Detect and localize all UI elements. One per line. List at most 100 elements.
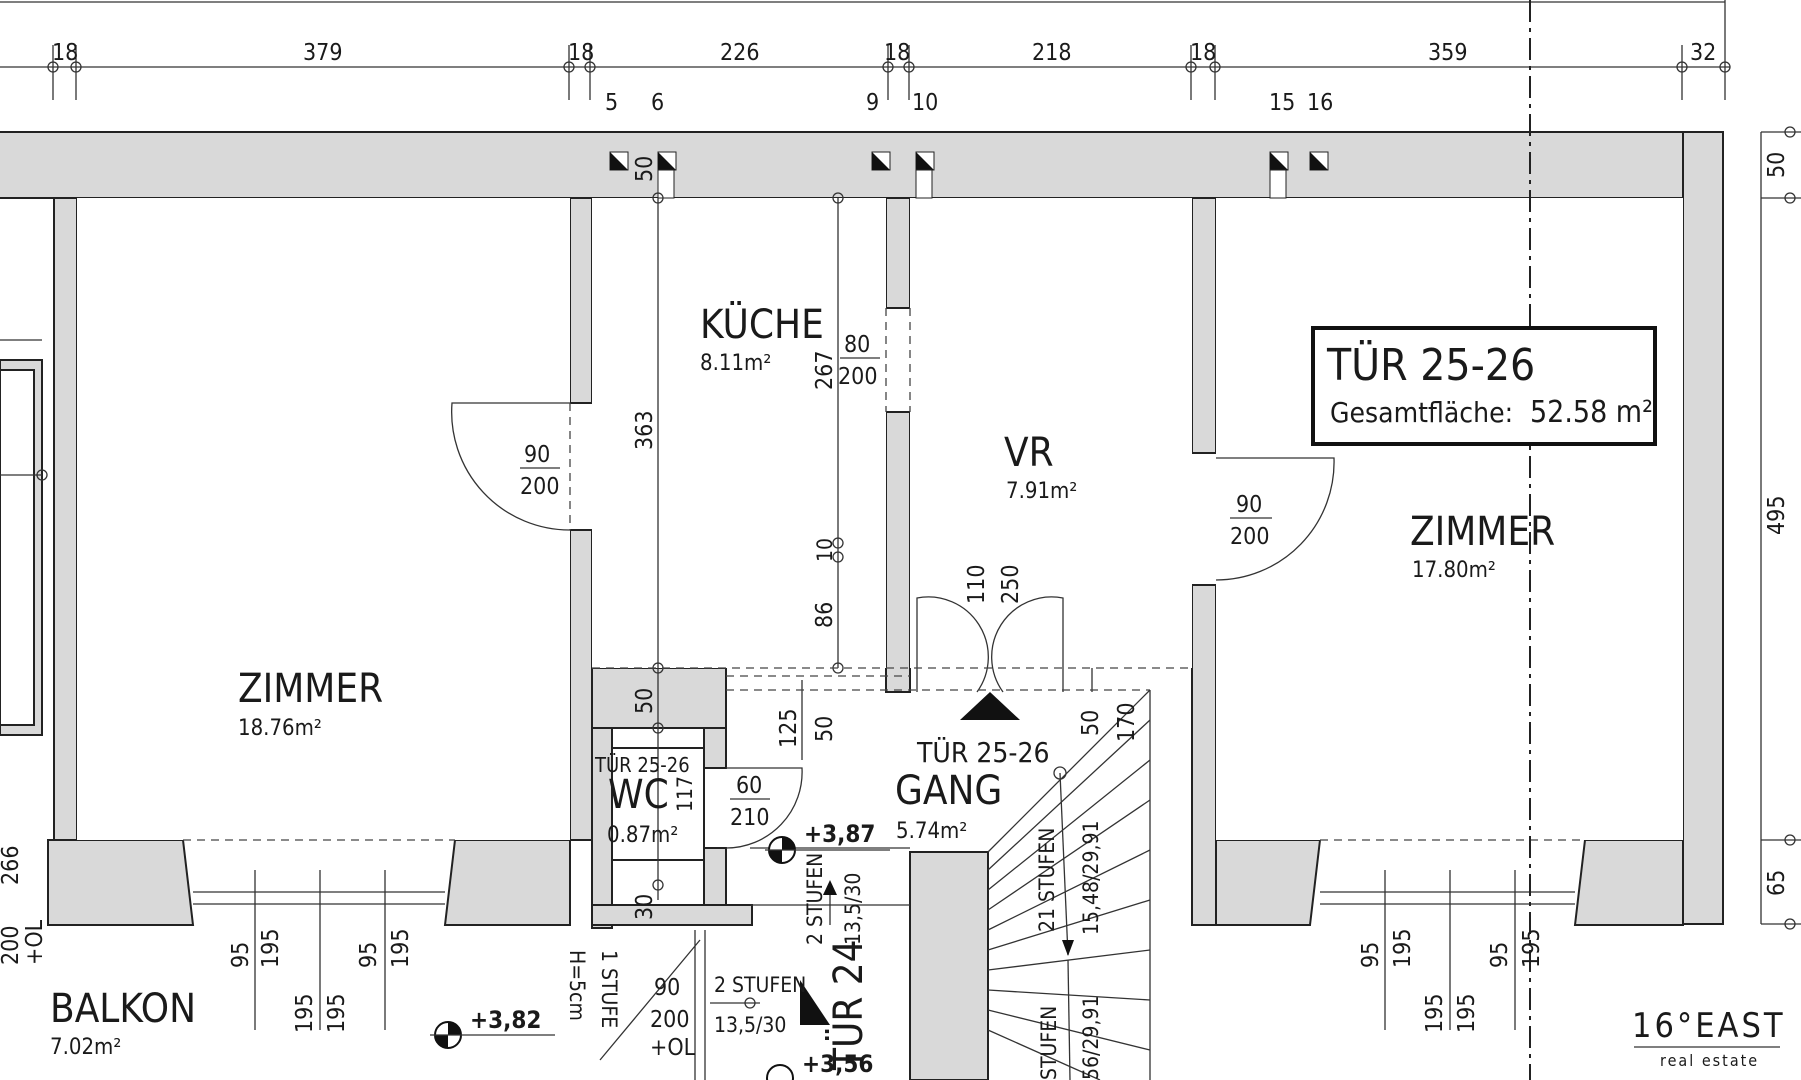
- door-wc-width: 60: [736, 773, 762, 799]
- wc-name: WC: [608, 772, 669, 818]
- top-dim-1: 18: [52, 40, 78, 66]
- shaft-number-6: 6: [651, 90, 664, 116]
- dim-250: 250: [998, 565, 1024, 605]
- window-dim-4: 195: [388, 929, 414, 969]
- door-balkon-height: 200: [650, 1007, 690, 1033]
- shaft-number-15: 15: [1269, 90, 1295, 116]
- brand-name: 16°EAST: [1632, 1006, 1786, 1046]
- stair-unit: TÜR 24: [824, 939, 872, 1071]
- kueche-name: KÜCHE: [700, 300, 824, 348]
- top-dim-4: 226: [720, 40, 760, 66]
- window-dim-2: 195: [258, 929, 284, 969]
- dim-86: 86: [812, 602, 838, 628]
- wc-area: 0.87m²: [607, 823, 678, 848]
- right-dim-495: 495: [1764, 496, 1790, 536]
- zimmer-left-name: ZIMMER: [238, 666, 383, 712]
- shaft-number-9: 9: [866, 90, 879, 116]
- door-zimmer-right-width: 90: [1236, 492, 1262, 518]
- vr-area: 7.91m²: [1006, 479, 1077, 504]
- brand-tagline: real estate: [1660, 1051, 1759, 1070]
- window-dim-9: 95: [1487, 942, 1513, 968]
- door-left-height: 200: [0, 926, 24, 966]
- windows: [183, 839, 1585, 905]
- balkon-name: BALKON: [50, 986, 196, 1032]
- inner-dim-lines: [0, 126, 1801, 930]
- zimmer-right-name: ZIMMER: [1410, 509, 1555, 555]
- left-cabinet: [0, 369, 35, 726]
- main-stair-up-ratio: 15,48/29,91: [1079, 820, 1103, 935]
- dim-30: 30: [632, 894, 658, 920]
- dim-363: 363: [632, 411, 658, 451]
- gang-name: GANG: [895, 768, 1002, 814]
- dashed-edges: [592, 667, 1192, 691]
- door-balkon-width: 90: [654, 975, 680, 1001]
- top-dim-6: 218: [1032, 40, 1072, 66]
- shaft-number-5: 5: [605, 90, 618, 116]
- dim-267: 267: [812, 351, 838, 391]
- level-stair: +3,56: [802, 1050, 873, 1078]
- gang-unit: TÜR 25-26: [916, 735, 1050, 769]
- door-kueche-height: 200: [838, 364, 878, 390]
- top-dim-8: 359: [1428, 40, 1468, 66]
- top-dim-2: 379: [303, 40, 343, 66]
- balkon-area: 7.02m²: [50, 1035, 121, 1060]
- dim-170: 170: [1114, 703, 1140, 743]
- level-balkon: +3,82: [470, 1006, 541, 1034]
- window-dim-11: 195: [1422, 994, 1448, 1034]
- shaft-number-10: 10: [912, 90, 938, 116]
- window-dim-5: 195: [292, 994, 318, 1034]
- kueche-area: 8.11m²: [700, 351, 771, 376]
- window-dim-7: 95: [1358, 942, 1384, 968]
- door-zimmer-right-height: 200: [1230, 524, 1270, 550]
- vr-name: VR: [1004, 430, 1054, 476]
- main-staircase: [987, 689, 1151, 1080]
- dim-110: 110: [964, 565, 990, 605]
- door-balkon-ol: +OL: [650, 1035, 696, 1061]
- dim-50-gang: 50: [812, 716, 838, 742]
- window-dim-8: 195: [1390, 929, 1416, 969]
- shaft-number-16: 16: [1307, 90, 1333, 116]
- unit-title-box: [1311, 326, 1657, 446]
- dimension-ticks-top: [47, 0, 1731, 100]
- window-dim-6: 195: [324, 994, 350, 1034]
- window-dim-1: 95: [228, 942, 254, 968]
- main-stair-down-count: STUFEN: [1037, 1006, 1061, 1080]
- door-zimmer-left-height: 200: [520, 474, 560, 500]
- small-stair-a-count: 2 STUFEN: [803, 853, 827, 945]
- door-wc-height: 210: [730, 805, 770, 831]
- top-dim-3: 18: [568, 40, 594, 66]
- shafts: [609, 151, 1329, 199]
- dim-10: 10: [813, 538, 837, 562]
- level-gang: +3,87: [804, 820, 875, 848]
- brand-box: [1626, 998, 1786, 1072]
- wc-unit: TÜR 25-26: [594, 753, 690, 777]
- dim-117: 117: [673, 776, 697, 812]
- window-dim-3: 95: [356, 942, 382, 968]
- door-left-width: 266: [0, 846, 24, 886]
- small-stair-b-ratio: 13,5/30: [714, 1013, 786, 1037]
- window-dim-10: 195: [1519, 929, 1545, 969]
- door-swings: [451, 308, 1335, 849]
- total-area-label: Gesamtfläche:: [1330, 396, 1513, 429]
- small-stair-b-count: 2 STUFEN: [714, 973, 806, 997]
- door-left-ol: +OL: [22, 919, 48, 965]
- door-kueche-width: 80: [844, 332, 870, 358]
- total-area-value: 52.58 m²: [1530, 395, 1653, 430]
- gang-area: 5.74m²: [896, 819, 967, 844]
- one-step-count: 1 STUFE: [597, 950, 621, 1028]
- zimmer-right-floor: [1216, 198, 1683, 840]
- zimmer-right-area: 17.80m²: [1412, 558, 1496, 583]
- dim-125: 125: [776, 709, 802, 749]
- main-stair-down-ratio: 56/29,91: [1079, 996, 1103, 1080]
- unit-title: TÜR 25-26: [1326, 339, 1535, 391]
- small-stair-a-ratio: 13,5/30: [841, 873, 865, 945]
- dim-50-stair: 50: [1078, 710, 1104, 736]
- level-marker-icons: [430, 836, 890, 1080]
- dim-50-top: 50: [632, 156, 658, 182]
- door-zimmer-left-width: 90: [524, 442, 550, 468]
- top-dim-7: 18: [1190, 40, 1216, 66]
- window-dims: [254, 870, 1516, 1030]
- main-stair-up-count: 21 STUFEN: [1035, 828, 1059, 932]
- zimmer-left-floor: [77, 198, 570, 840]
